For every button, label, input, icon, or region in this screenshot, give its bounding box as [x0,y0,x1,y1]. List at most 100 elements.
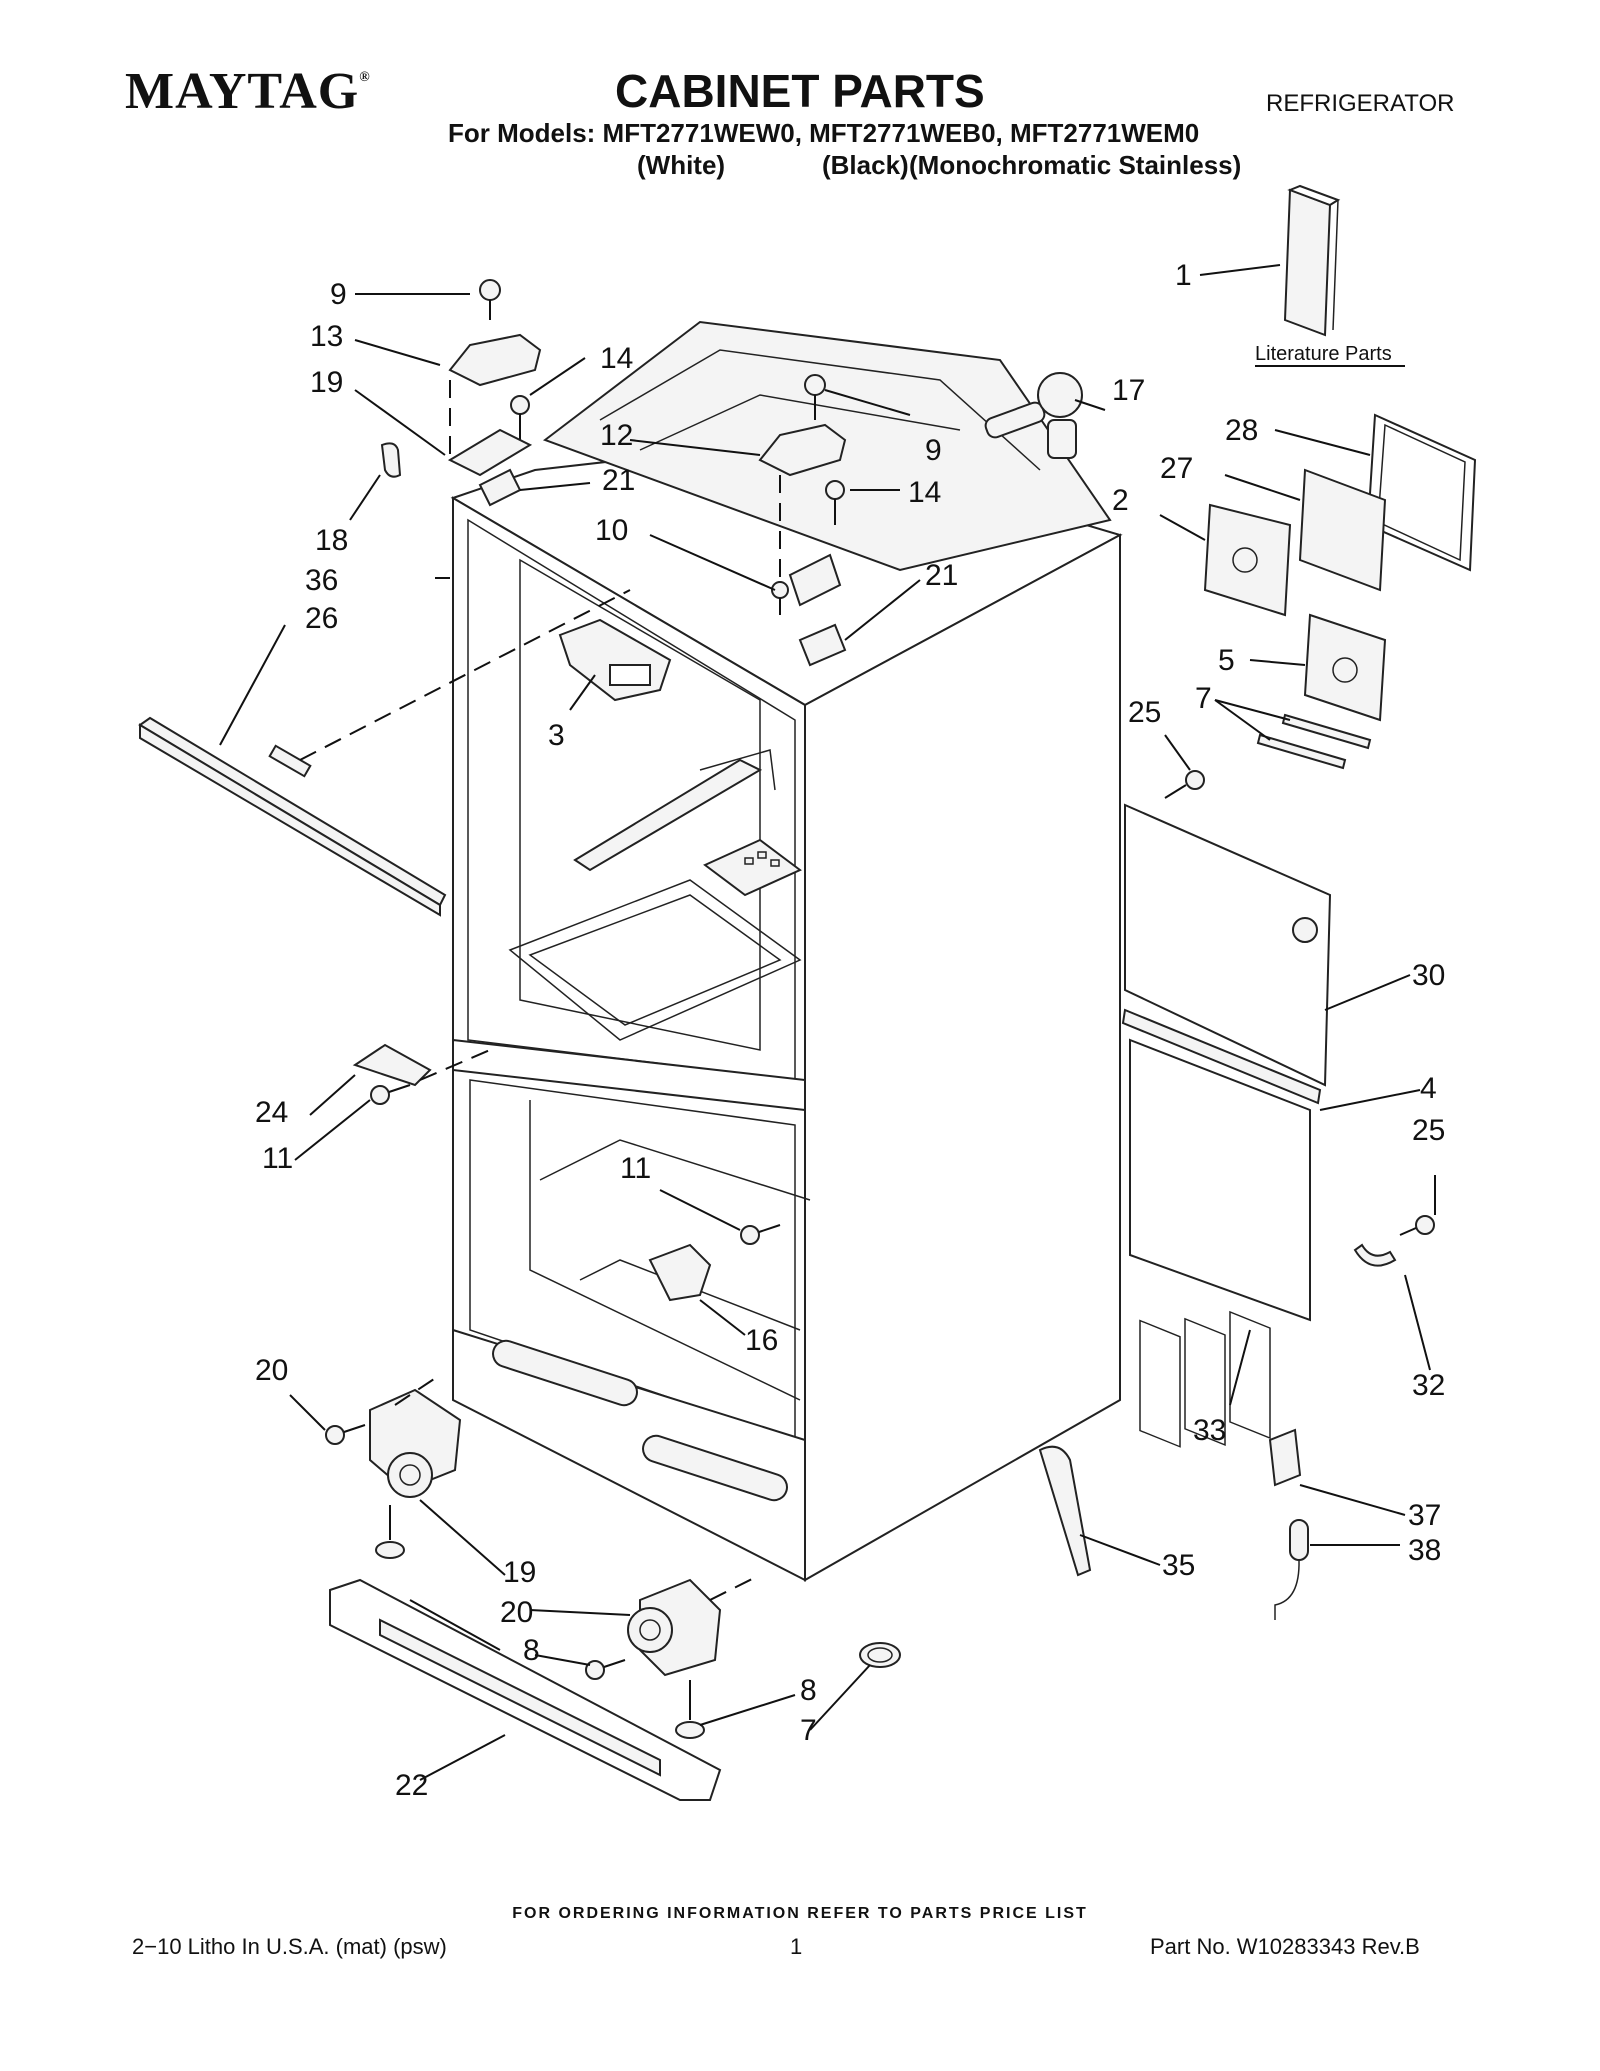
part-screw-14b [825,480,845,525]
callout-21b: 21 [925,559,958,592]
part-number: Part No. W10283343 Rev.B [1150,1934,1420,1959]
callout-24: 24 [255,1096,288,1129]
center-mullion [452,1038,806,1112]
part-leveling-leg-8b [675,1680,705,1739]
callout-32: 32 [1412,1369,1445,1402]
part-hinge-cover-13 [448,333,542,387]
callout-16: 17 [1112,374,1145,407]
part-plate-21b [798,623,847,667]
leader-dash-26 [299,589,631,761]
callout-38: 38 [1408,1534,1441,1567]
callout-12: 12 [600,419,633,452]
part-tube-35 [1038,1445,1092,1577]
part-sensor-38 [1274,1519,1309,1620]
callout-20b: 20 [500,1596,533,1629]
part-screw-9b [804,374,826,420]
color-stainless: (Monochromatic Stainless) [909,150,1242,180]
callout-9: 9 [330,278,347,311]
cabinet-body [450,320,1123,1582]
part-water-valve-16 [984,372,1083,459]
freezer-floor [579,1259,801,1331]
callout-37: 37 [1408,1499,1441,1532]
color-black: (Black) [822,150,909,180]
callout-10: 10 [595,514,628,547]
part-strip-6b [1256,733,1347,770]
part-base-grille-22 [329,1578,722,1801]
part-control-box-27 [1298,468,1387,592]
part-clamp-32 [1353,1243,1397,1267]
leader-dash-24 [419,1049,491,1081]
callout-21: 21 [602,464,635,497]
part-hinge-18 [447,428,533,477]
toe-slot-left [492,1339,638,1407]
callout-2: 2 [1112,484,1129,517]
callout-25: 25 [1128,696,1161,729]
registered-mark: ® [359,70,371,85]
models-line: For Models: MFT2771WEW0, MFT2771WEB0, MF… [448,118,1200,148]
shelf-rail-left [573,758,763,872]
part-damper-3 [558,618,672,702]
callout-33: 33 [1193,1414,1226,1447]
top-plate-detail-2 [639,394,961,451]
part-switch-37 [1268,1428,1302,1487]
page-number: 1 [790,1934,803,1959]
vent-grille [703,838,802,897]
bottom-front [452,1328,806,1582]
freezer-rail [539,1139,811,1201]
part-literature [1283,184,1341,337]
part-strip-6a [1281,713,1372,750]
brand-name: MAYTAG [125,63,360,120]
part-bracket-15 [648,1243,712,1302]
callout-6: 7 [1195,682,1212,715]
callout-36: 36 [305,564,338,597]
callout-27: 27 [1160,452,1193,485]
callout-18: 19 [310,366,343,399]
callout-14: 14 [600,342,633,375]
toe-slot-right [642,1434,788,1502]
ordering-note: FOR ORDERING INFORMATION REFER TO PARTS … [512,1905,1088,1922]
part-screw-9a [479,279,501,320]
part-leveling-leg-8a [375,1505,405,1559]
shelf-rail-right [699,749,776,791]
part-screw-25b [1399,1215,1435,1236]
part-access-panel-30 [1124,803,1332,1448]
part-rail-26 [138,716,447,917]
color-white: (White) [637,150,726,180]
literature-parts-label: Literature Parts [1255,343,1392,365]
part-hinge-cover-12 [758,423,847,477]
part-cover-28 [1366,413,1477,572]
part-seal-4 [1121,1008,1322,1105]
callout-13: 13 [310,320,343,353]
page-title: CABINET PARTS [615,65,985,117]
part-board-5 [1303,613,1387,722]
callout-22: 22 [395,1769,428,1802]
callout-35: 35 [1162,1549,1195,1582]
brand-logo: MAYTAG® [125,62,371,121]
fresh-food-floor [508,879,802,1041]
freezer-liner [529,1100,801,1401]
callout-17: 18 [315,524,348,557]
callout-8b: 8 [800,1674,817,1707]
callout-28: 28 [1225,414,1258,447]
part-screw-14a [510,395,530,440]
callout-labels: 9 13 19 14 18 36 26 21 12 10 9 14 21 3 1… [255,259,1445,1802]
callout-11b: 11 [620,1152,651,1185]
leader-dash-19a [394,1374,441,1406]
callout-26: 26 [305,602,338,635]
callout-25b: 25 [1412,1114,1445,1147]
callout-5: 5 [1218,644,1235,677]
callout-19: 19 [503,1556,536,1589]
part-hinge-center [788,553,842,607]
part-screw-25a [1164,770,1205,799]
part-bracket-24 [352,1043,432,1087]
part-screw-11b [740,1224,781,1245]
callout-30: 30 [1412,959,1445,992]
part-hinge-pin-10 [771,581,789,615]
part-screw-20b [585,1659,626,1680]
part-clip-17 [380,442,402,478]
product-category: REFRIGERATOR [1266,90,1455,117]
upper-liner [519,558,761,1051]
callout-20: 20 [255,1354,288,1387]
callout-7: 7 [800,1714,817,1747]
